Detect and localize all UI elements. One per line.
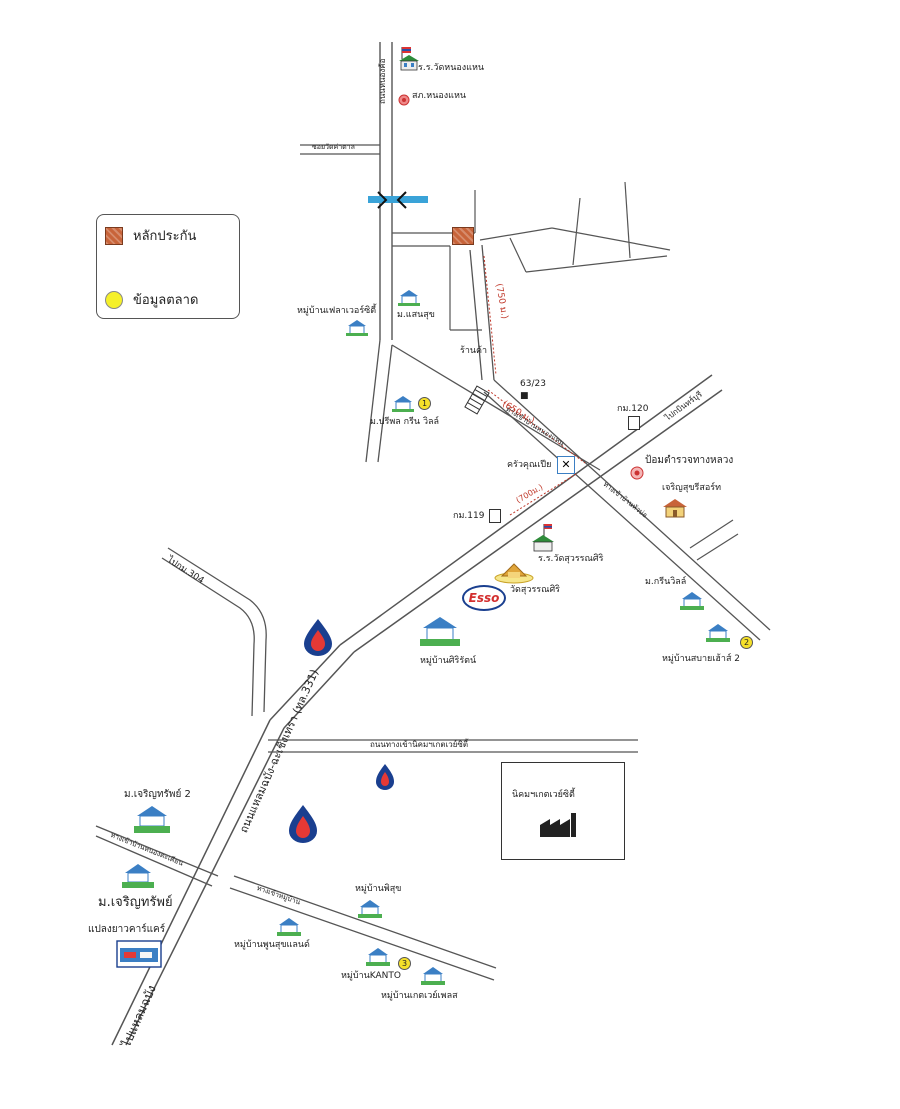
ptt-icon-3 bbox=[288, 804, 318, 844]
green-ville-icon bbox=[680, 590, 704, 610]
charoensap2-icon bbox=[134, 803, 170, 833]
village-kanto-icon bbox=[366, 946, 390, 966]
wat-school-label: ร.ร.วัดสุวรรณศิริ bbox=[538, 554, 604, 564]
charoensuk-label: เจริญสุขรีสอร์ท bbox=[662, 483, 721, 493]
distance-markers bbox=[483, 255, 586, 516]
police-box-icon bbox=[630, 465, 644, 480]
legend-box: หลักประกัน ข้อมูลตลาด bbox=[96, 214, 240, 319]
village-rose-icon bbox=[706, 622, 730, 642]
shop-label: ร้านค้า bbox=[460, 346, 488, 356]
soi-wat-label: ซอยวัดค่าตาล bbox=[312, 143, 355, 151]
village-icon-2 bbox=[346, 318, 368, 336]
school-icon bbox=[398, 45, 420, 71]
village-rose-label: หมู่บ้านสบายเฮ้าส์ 2 bbox=[662, 654, 741, 664]
village-sri-label: หมู่บ้านศิริรัตน์ bbox=[420, 656, 477, 666]
esso-logo: Esso bbox=[462, 585, 506, 611]
road-nong-kho bbox=[379, 42, 393, 340]
market-badge-2: 2 bbox=[740, 636, 753, 649]
nong-kho-road-label: ถนนหนองค้อ bbox=[378, 58, 387, 104]
road-km304 bbox=[161, 547, 267, 717]
village-sri-icon bbox=[420, 614, 460, 646]
police-label: สภ.หนองแหน bbox=[412, 91, 467, 101]
legend-market-label: ข้อมูลตลาด bbox=[133, 293, 199, 308]
legend-collateral-label: หลักประกัน bbox=[133, 229, 197, 244]
wat-label: วัดสุวรรณศิริ bbox=[510, 585, 561, 595]
legend-market: ข้อมูลตลาด bbox=[105, 289, 198, 310]
km120-marker-icon bbox=[628, 416, 640, 430]
car-care-label: แปลงยาวคาร์แคร์ bbox=[88, 924, 166, 935]
temple-icon bbox=[494, 562, 534, 584]
road-east-side bbox=[689, 519, 739, 561]
m-saensuk-label: ม.แสนสุข bbox=[397, 310, 435, 320]
road-diagonal-sw bbox=[365, 244, 601, 471]
canal-bridge bbox=[368, 191, 428, 209]
village-pu-label: หมู่บ้านพูนสุขแลนด์ bbox=[234, 940, 310, 950]
charoensap-label: ม.เจริญทรัพย์ bbox=[98, 895, 173, 910]
km119-label: กม.119 bbox=[453, 511, 485, 521]
footbridge bbox=[464, 385, 490, 415]
village-flower-icon bbox=[398, 288, 420, 306]
market-badge-3: 3 bbox=[398, 957, 411, 970]
house-icon: ■ bbox=[520, 391, 529, 401]
green-ville-label: ม.กรีนวิลล์ bbox=[645, 577, 687, 587]
legend-collateral: หลักประกัน bbox=[105, 225, 196, 246]
wat-school-icon bbox=[530, 524, 556, 552]
collateral-swatch bbox=[105, 226, 123, 245]
restaurant-icon: ✕ bbox=[557, 456, 575, 474]
resort-icon bbox=[662, 498, 688, 518]
kitchen-label: ครัวคุณเปีย bbox=[507, 460, 552, 470]
ptt-icon-1 bbox=[303, 618, 333, 656]
house-no-label: 63/23 bbox=[520, 379, 546, 389]
road-collateral bbox=[392, 190, 482, 331]
village-sukh-icon bbox=[358, 898, 382, 918]
pristine-label: ม.ปรีพล กรีน วิลล์ bbox=[370, 417, 440, 427]
market-dot bbox=[105, 290, 123, 309]
village-gateway-icon bbox=[421, 965, 445, 985]
police-box-label: ป้อมตำรวจทางหลวง bbox=[645, 455, 734, 466]
car-care-icon bbox=[116, 940, 162, 968]
village-kanto-label: หมู่บ้านKANTO bbox=[341, 971, 401, 981]
estate-label: นิคมฯเกตเวย์ซิตี้ bbox=[512, 790, 575, 800]
road-soi-wat bbox=[300, 144, 380, 155]
police-icon bbox=[398, 91, 410, 106]
ptt-icon-2 bbox=[375, 763, 395, 791]
village-gateway-label: หมู่บ้านเกตเวย์เพลส bbox=[381, 991, 458, 1001]
school-label: ร.ร.วัดหนองแหน bbox=[418, 63, 485, 73]
village-pu-icon bbox=[277, 916, 301, 936]
km119-marker-icon bbox=[489, 509, 501, 523]
road-southeast bbox=[483, 379, 771, 641]
road-estate bbox=[268, 739, 638, 753]
village-sukh-label: หมู่บ้านพิสุข bbox=[355, 884, 402, 894]
market-badge-1: 1 bbox=[418, 397, 431, 410]
road-southwest bbox=[95, 825, 497, 981]
pristine-village-icon bbox=[392, 394, 414, 412]
village-flower-label: หมู่บ้านเฟลาเวอร์ซิตี้ bbox=[297, 306, 377, 316]
road-331 bbox=[111, 374, 723, 1046]
km120-label: กม.120 bbox=[617, 404, 649, 414]
industrial-estate-box: นิคมฯเกตเวย์ซิตี้ bbox=[501, 762, 625, 860]
charoensap-icon bbox=[122, 862, 154, 888]
estate-road-label: ถนนทางเข้านิคมฯเกตเวย์ซิตี้ bbox=[370, 740, 469, 749]
collateral-marker bbox=[452, 227, 474, 245]
factory-icon bbox=[538, 811, 578, 839]
road-northeast bbox=[479, 181, 671, 273]
charoensap2-label: ม.เจริญทรัพย์ 2 bbox=[124, 789, 191, 800]
